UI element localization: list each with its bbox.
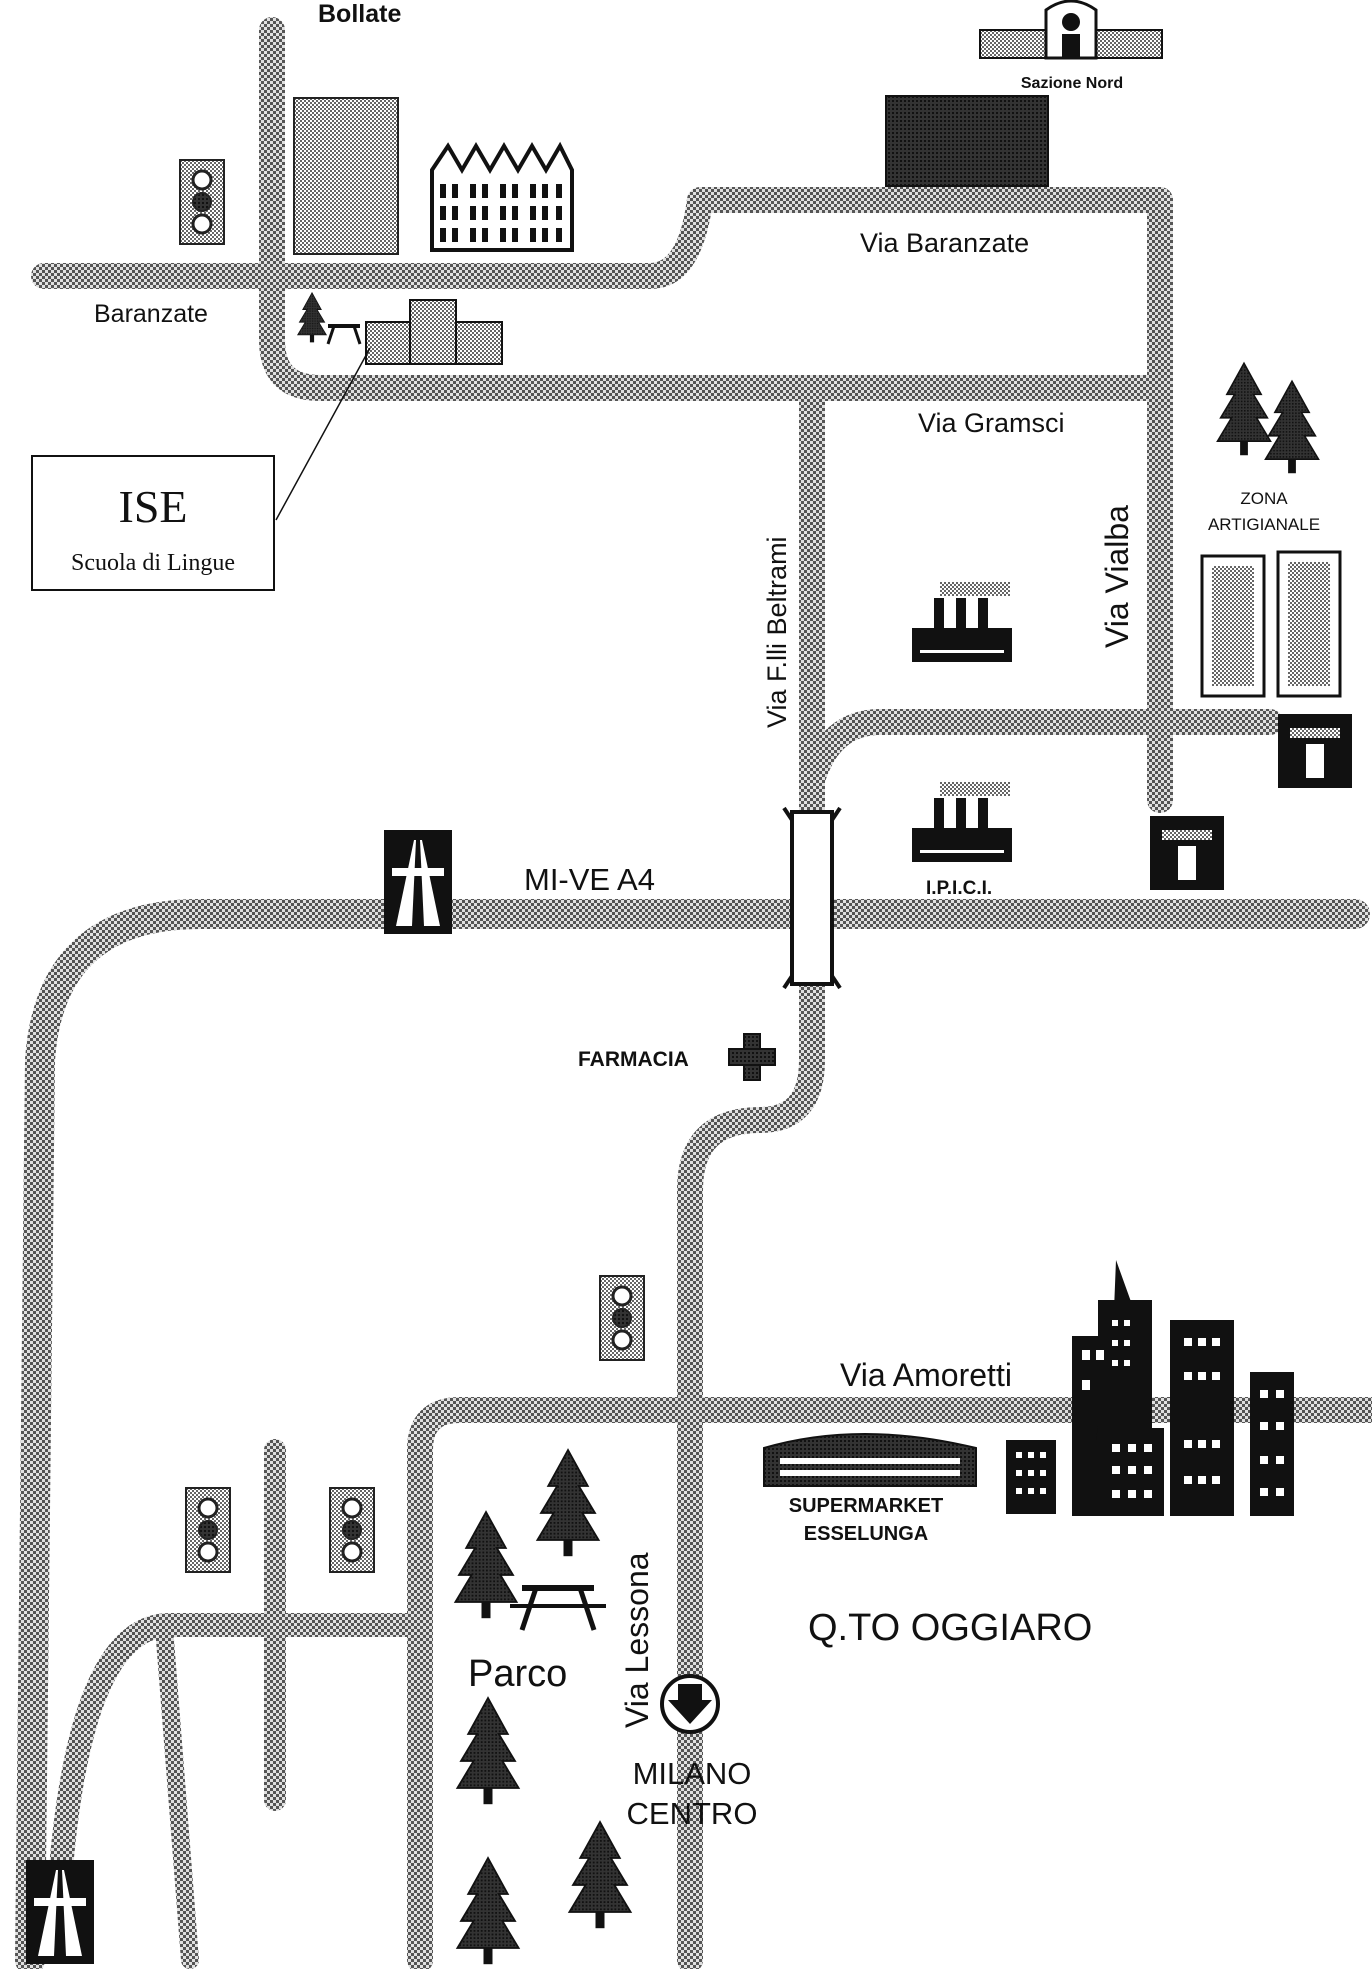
pine-tree-icon — [1264, 380, 1320, 475]
bridge-icon — [782, 806, 842, 990]
label-artigianale: ARTIGIANALE — [1208, 515, 1320, 534]
road-via-amoretti — [407, 1397, 1372, 1969]
road-via-lessona — [677, 787, 825, 1969]
label-ipici: I.P.I.C.I. — [926, 878, 992, 899]
label-via-amoretti: Via Amoretti — [840, 1357, 1012, 1393]
motorway-sign-icon — [384, 830, 452, 934]
label-baranzate: Baranzate — [94, 300, 208, 328]
road-west-link — [48, 1613, 432, 1892]
label-via-beltrami: Via F.lli Beltrami — [762, 536, 792, 728]
label-centro: CENTRO — [627, 1796, 758, 1831]
picnic-table-icon — [510, 1585, 606, 1631]
school-box-subtitle: Scuola di Lingue — [71, 550, 235, 576]
pine-tree-icon — [456, 1697, 520, 1806]
labels: Bollate Sazione Nord Baranzate Via Baran… — [94, 0, 1320, 1831]
traffic-light-icon — [328, 1486, 376, 1574]
building-icon — [293, 97, 399, 255]
label-parco: Parco — [468, 1653, 567, 1695]
label-via-vialba: Via Vialba — [1099, 505, 1135, 648]
road-via-baranzate — [31, 187, 1173, 289]
label-via-baranzate: Via Baranzate — [860, 228, 1029, 258]
houses-icon — [430, 141, 574, 252]
building-icon — [885, 95, 1049, 187]
label-stazione: Sazione Nord — [1021, 75, 1123, 92]
factory-icon — [912, 782, 1012, 862]
traffic-light-icon — [184, 1486, 232, 1574]
warehouse-icon — [1150, 816, 1224, 890]
road-east-spur — [799, 709, 1283, 793]
school-box-title: ISE — [119, 481, 188, 532]
pine-tree-icon — [536, 1449, 600, 1558]
label-supermarket: SUPERMARKET — [789, 1495, 943, 1517]
pine-tree-icon — [454, 1511, 518, 1620]
road-motorway-a4 — [15, 899, 1370, 1969]
callout-line — [275, 347, 371, 521]
traffic-light-icon — [598, 1274, 646, 1362]
label-via-lessona: Via Lessona — [619, 1552, 655, 1728]
warehouse-icon — [1278, 714, 1352, 788]
pharmacy-cross-icon — [728, 1033, 776, 1081]
label-via-gramsci: Via Gramsci — [918, 408, 1065, 438]
label-farmacia: FARMACIA — [578, 1048, 689, 1071]
station-icon — [979, 0, 1163, 60]
traffic-light-icon — [178, 158, 226, 246]
park-tree-icon — [297, 292, 327, 343]
label-oggiaro: Q.TO OGGIARO — [808, 1607, 1092, 1649]
pine-tree-icon — [1216, 362, 1272, 457]
direction-arrow-icon — [660, 1674, 720, 1734]
label-milano: MILANO — [633, 1756, 752, 1791]
label-zona: ZONA — [1240, 489, 1288, 508]
road-network — [15, 17, 1372, 1969]
school-icon — [365, 299, 503, 365]
label-esselunga: ESSELUNGA — [804, 1523, 928, 1545]
label-a4: MI-VE A4 — [524, 862, 655, 897]
pine-tree-icon — [456, 1857, 520, 1966]
factory-icon — [912, 582, 1012, 662]
warehouse-icon — [1200, 550, 1342, 698]
picnic-table-icon — [326, 324, 362, 345]
motorway-sign-icon — [26, 1860, 94, 1964]
label-bollate: Bollate — [318, 0, 401, 28]
supermarket-icon — [763, 1433, 977, 1487]
skyline-icon — [1006, 1260, 1294, 1516]
road-via-gramsci — [259, 17, 1173, 401]
road-diagonal — [156, 1631, 199, 1969]
school-box: ISE Scuola di Lingue — [31, 455, 275, 591]
pine-tree-icon — [568, 1821, 632, 1930]
